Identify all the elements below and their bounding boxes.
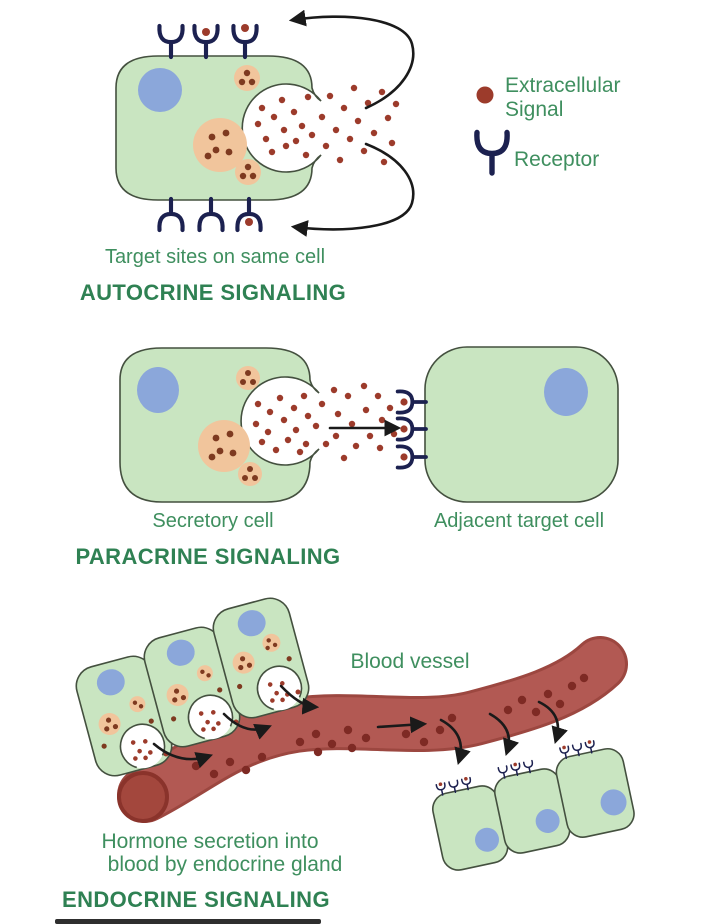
endocrine-heading: ENDOCRINE SIGNALING [62,887,330,912]
cropped-banner [55,919,321,924]
endocrine-section: Blood vessel Hormone secretion into bloo… [55,597,635,924]
autocrine-top-receptors [159,24,256,57]
legend-signal-line1: Extracellular [505,74,621,97]
autocrine-vesicles [193,65,261,185]
vessel-flow-arrow [376,716,428,734]
gland-cell-3 [212,597,310,719]
secretion-arrows [152,684,320,769]
gland-cell-1 [75,655,173,777]
autocrine-section: Target sites on same cell AUTOCRINE SIGN… [80,9,415,305]
secretory-nucleus [137,367,179,413]
delivery-arrows [439,700,568,766]
secretory-cell-label: Secretory cell [152,510,273,532]
secretory-vesicles [198,366,262,486]
blood-vessel-label: Blood vessel [350,650,469,673]
autocrine-feedback-arrow-top [288,9,415,110]
endocrine-target-cells [431,740,635,871]
endocrine-gland-cells [75,597,310,777]
adjacent-receptors [395,389,428,470]
legend-receptor-label: Receptor [514,148,599,171]
autocrine-caption: Target sites on same cell [105,246,325,268]
endocrine-caption-line2: blood by endocrine gland [108,853,343,876]
autocrine-heading: AUTOCRINE SIGNALING [80,280,346,305]
legend: Extracellular Signal Receptor [477,74,621,173]
adjacent-target-cell [424,346,619,503]
vessel-opening [117,771,169,823]
adjacent-nucleus [544,368,588,416]
target-cell-1 [431,776,509,871]
autocrine-bottom-receptors [159,199,260,230]
adjacent-cell-label: Adjacent target cell [434,510,604,532]
autocrine-nucleus [138,68,182,112]
extracellular-signal-icon [476,86,494,104]
autocrine-signal-dots [254,84,400,166]
endocrine-caption-line1: Hormone secretion into [101,830,318,853]
paracrine-heading: PARACRINE SIGNALING [75,544,340,569]
autocrine-feedback-arrow-bottom [290,142,415,237]
target-cell-3 [555,740,635,838]
paracrine-section: Secretory cell Adjacent target cell PARA… [75,346,619,569]
legend-signal-line2: Signal [505,98,563,121]
receptor-icon [477,133,507,174]
paracrine-signal-dots [252,382,398,462]
